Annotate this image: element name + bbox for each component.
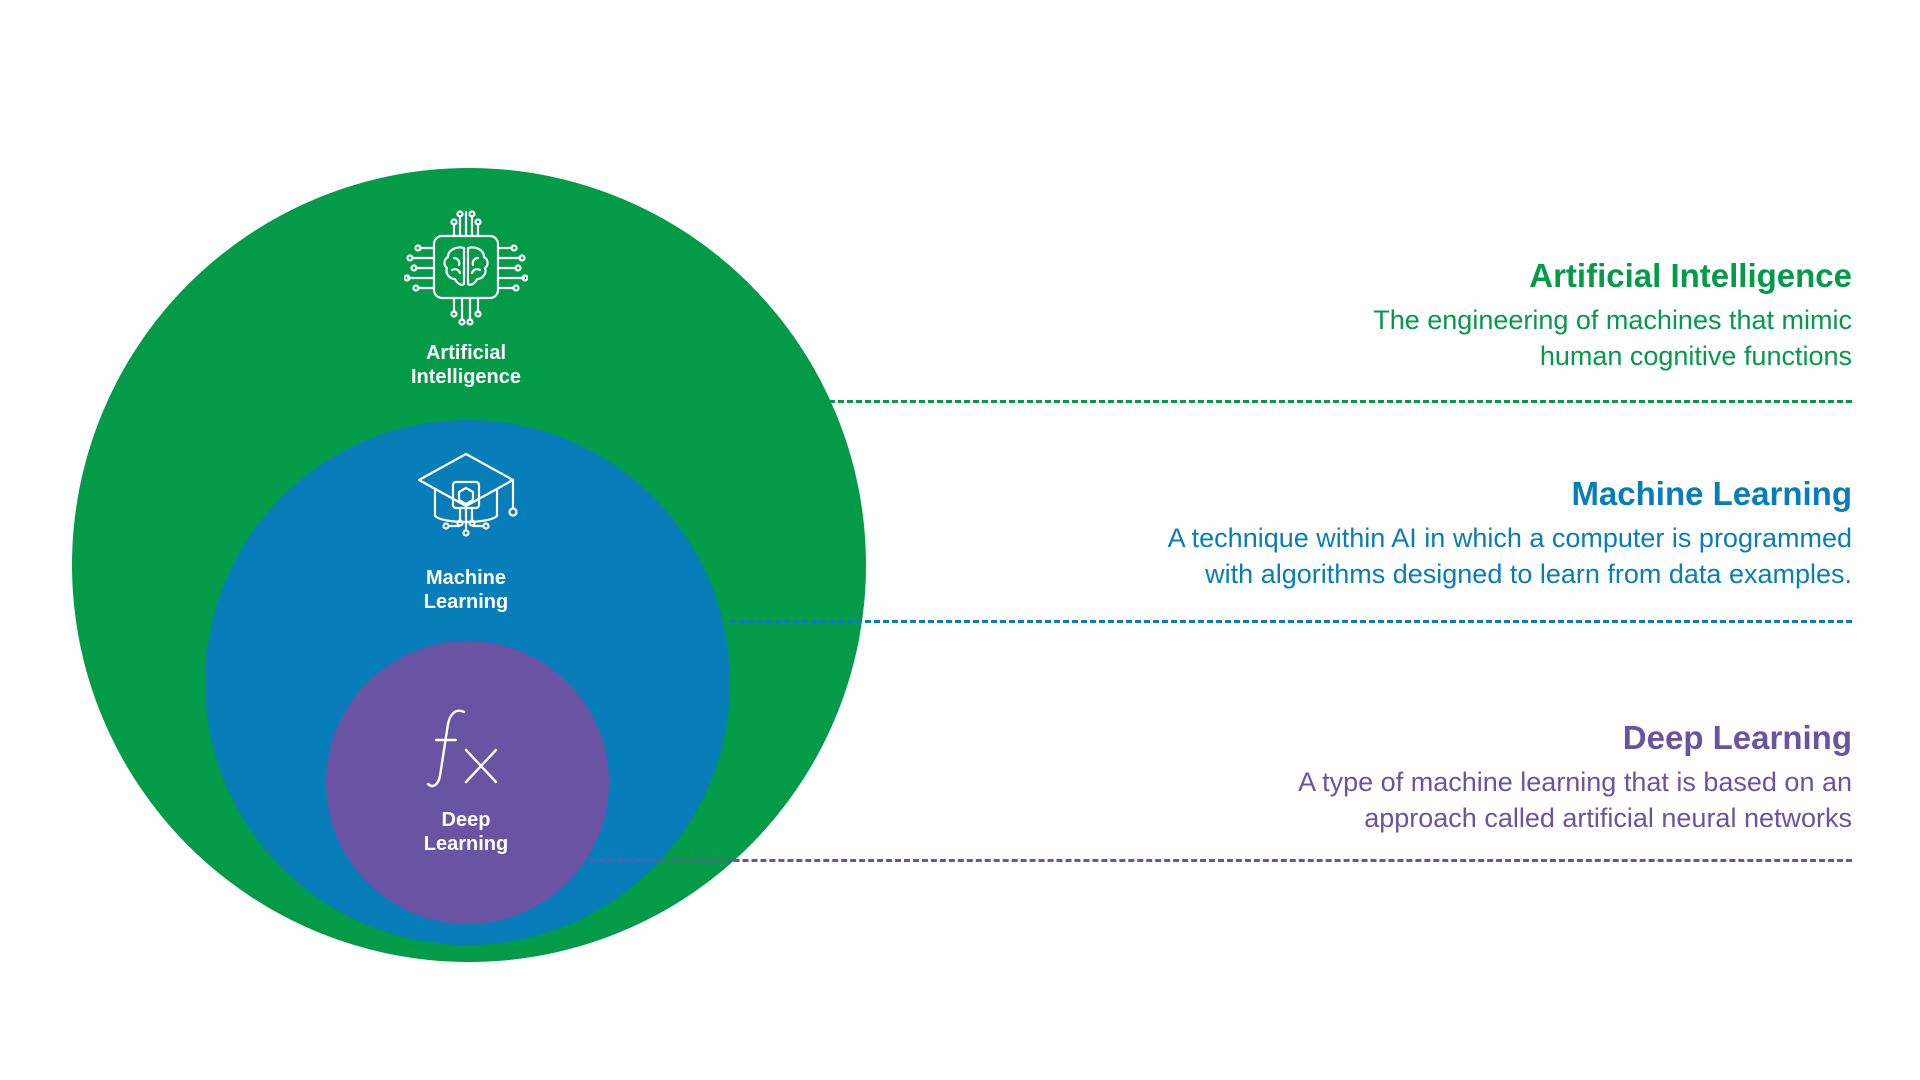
dl-circle-label: Deep Learning — [346, 808, 586, 856]
ml-definition: Machine Learning A technique within AI i… — [852, 474, 1852, 592]
dl-definition-title: Deep Learning — [1622, 719, 1852, 756]
function-fx-icon — [426, 709, 498, 788]
dl-definition-text: A type of machine learning that is based… — [852, 764, 1852, 836]
ml-circle-label-line1: Machine — [425, 567, 507, 589]
dl-circle-label-line1: Deep — [441, 809, 491, 831]
ai-definition-line2: human cognitive functions — [1539, 341, 1852, 371]
deep-learning-circle — [326, 641, 609, 924]
ai-definition: Artificial Intelligence The engineering … — [852, 256, 1852, 374]
dl-leader-line — [590, 859, 1852, 862]
ai-circle-label-line2: Intelligence — [410, 366, 522, 388]
dl-circle-label-line2: Learning — [423, 833, 509, 855]
ai-definition-line1: The engineering of machines that mimic — [1373, 305, 1852, 335]
ml-leader-line — [730, 620, 1852, 623]
ml-definition-line1: A technique within AI in which a compute… — [1167, 523, 1852, 553]
ai-definition-title: Artificial Intelligence — [1529, 257, 1852, 294]
ml-definition-text: A technique within AI in which a compute… — [852, 520, 1852, 592]
dl-definition-line1: A type of machine learning that is based… — [1298, 767, 1852, 797]
dl-definition: Deep Learning A type of machine learning… — [852, 718, 1852, 836]
graduation-cap-chip-icon — [417, 452, 518, 537]
ml-definition-title: Machine Learning — [1571, 475, 1852, 512]
ml-circle-label-line2: Learning — [423, 591, 509, 613]
brain-chip-icon — [404, 210, 528, 326]
ai-circle-label: Artificial Intelligence — [346, 341, 586, 389]
ai-leader-line — [829, 400, 1852, 403]
ml-definition-line2: with algorithms designed to learn from d… — [1205, 559, 1852, 589]
ai-definition-text: The engineering of machines that mimic h… — [852, 302, 1852, 374]
dl-definition-line2: approach called artificial neural networ… — [1364, 803, 1852, 833]
ml-circle-label: Machine Learning — [346, 566, 586, 614]
ai-circle-label-line1: Artificial — [425, 342, 507, 364]
